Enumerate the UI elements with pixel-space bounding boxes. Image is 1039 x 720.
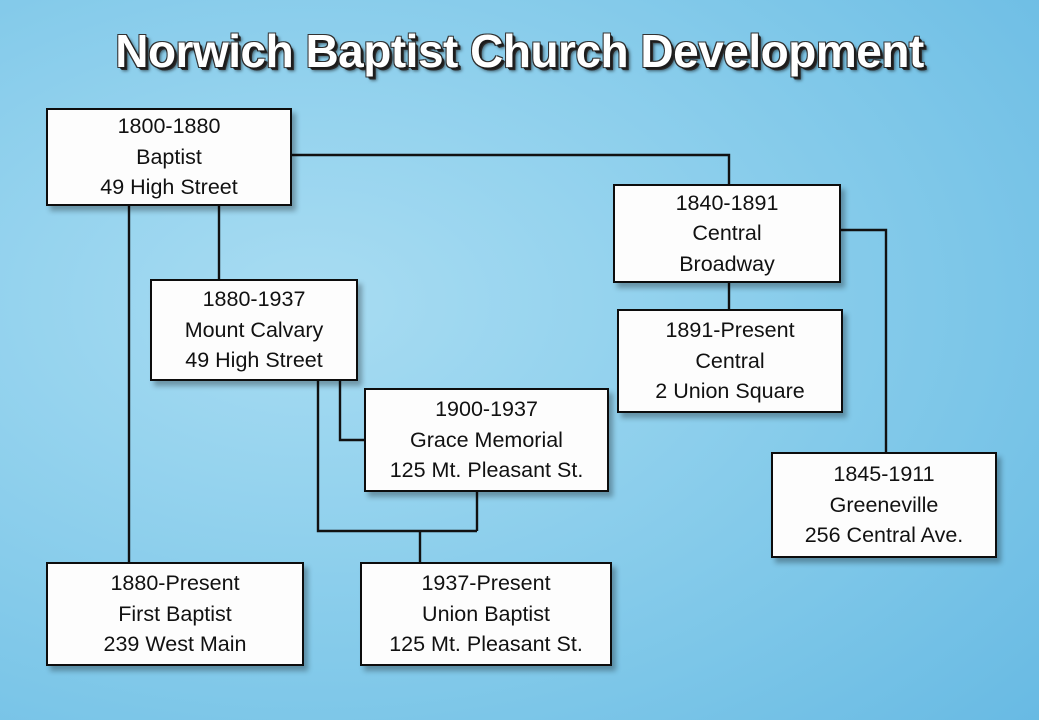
node-years: 1840-1891 (675, 190, 779, 215)
node-address: 125 Mt. Pleasant St. (389, 458, 584, 483)
node-address: 49 High Street (100, 175, 238, 200)
node-first-baptist[interactable]: 1880-Present First Baptist 239 West Main (46, 562, 304, 666)
node-years: 1937-Present (421, 571, 551, 596)
node-years: 1900-1937 (435, 397, 538, 422)
node-years: 1891-Present (665, 318, 795, 343)
node-name: Central (692, 221, 762, 246)
node-grace-memorial[interactable]: 1900-1937 Grace Memorial 125 Mt. Pleasan… (364, 388, 609, 492)
node-address: 2 Union Square (655, 379, 805, 404)
connector-mount-calvary-to-grace-memorial (338, 381, 364, 442)
node-name: First Baptist (118, 601, 232, 626)
node-address: 125 Mt. Pleasant St. (389, 632, 583, 657)
node-address: 49 High Street (185, 348, 323, 373)
page-title: Norwich Baptist Church Development (115, 25, 924, 77)
node-central-union-square[interactable]: 1891-Present Central 2 Union Square (617, 309, 843, 413)
node-years: 1845-1911 (833, 462, 935, 487)
node-name: Grace Memorial (410, 427, 563, 452)
node-name: Union Baptist (422, 601, 550, 626)
connector-central-broadway-to-greeneville (841, 228, 888, 452)
node-mount-calvary[interactable]: 1880-1937 Mount Calvary 49 High Street (150, 279, 358, 381)
node-name: Mount Calvary (184, 317, 324, 342)
node-name: Baptist (136, 144, 202, 169)
node-address: Broadway (679, 251, 775, 276)
node-name: Greeneville (829, 492, 939, 517)
node-greeneville[interactable]: 1845-1911 Greeneville 256 Central Ave. (771, 452, 997, 558)
node-years: 1880-1937 (202, 287, 306, 312)
node-address: 256 Central Ave. (804, 523, 964, 548)
node-name: Central (695, 348, 765, 373)
node-union-baptist[interactable]: 1937-Present Union Baptist 125 Mt. Pleas… (360, 562, 612, 666)
node-central-broadway[interactable]: 1840-1891 Central Broadway (613, 184, 841, 283)
node-baptist-high-street[interactable]: 1800-1880 Baptist 49 High Street (46, 108, 292, 206)
connector-baptist-to-central-broadway (292, 153, 731, 184)
node-address: 239 West Main (103, 632, 247, 657)
node-years: 1800-1880 (117, 114, 221, 139)
node-years: 1880-Present (110, 571, 240, 596)
connector-mount-calvary-to-union-baptist (316, 381, 477, 533)
